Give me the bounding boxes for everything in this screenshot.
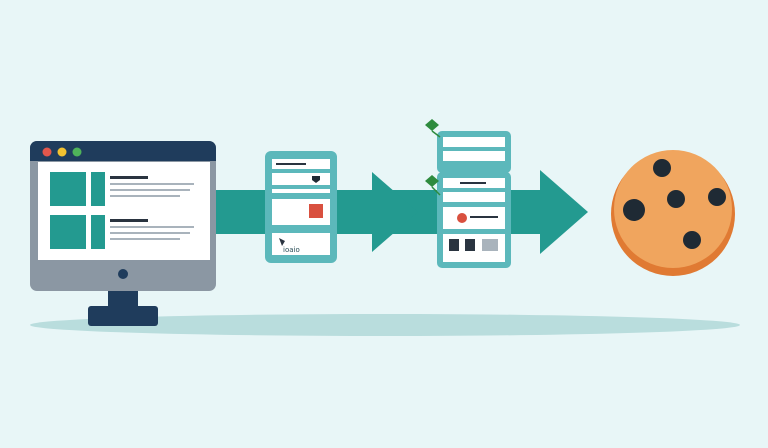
chocolate-chip <box>653 159 671 177</box>
cookie-body <box>614 150 732 268</box>
ground-shadow <box>30 314 740 336</box>
form-field <box>272 173 330 185</box>
chocolate-chip <box>683 231 701 249</box>
stacked-forms-icon <box>425 119 511 268</box>
monitor-neck <box>108 288 138 308</box>
form-footer-label: ioaio <box>283 246 300 254</box>
arrow-right-icon <box>340 172 418 252</box>
image-icon <box>309 204 323 218</box>
chocolate-chip <box>667 190 685 208</box>
form-field <box>443 192 505 202</box>
form-field <box>272 233 330 255</box>
form-document-icon: ioaio <box>265 151 337 263</box>
content-tile <box>50 172 86 206</box>
arrow-right-icon <box>500 170 588 254</box>
content-tile <box>50 215 86 249</box>
pencil-icon <box>279 238 285 246</box>
record-icon <box>457 213 467 223</box>
minimize-dot-icon <box>57 147 67 157</box>
monitor-icon <box>30 141 216 326</box>
maximize-dot-icon <box>72 147 82 157</box>
close-dot-icon <box>42 147 52 157</box>
monitor-base <box>88 306 158 326</box>
chocolate-chip <box>623 199 645 221</box>
image-icon <box>449 239 459 251</box>
leaf-icon <box>425 119 439 131</box>
shield-icon <box>312 176 320 183</box>
chocolate-chip <box>708 188 726 206</box>
power-button-icon <box>118 269 128 279</box>
cookie-icon <box>611 150 735 276</box>
leaf-icon <box>425 175 439 187</box>
